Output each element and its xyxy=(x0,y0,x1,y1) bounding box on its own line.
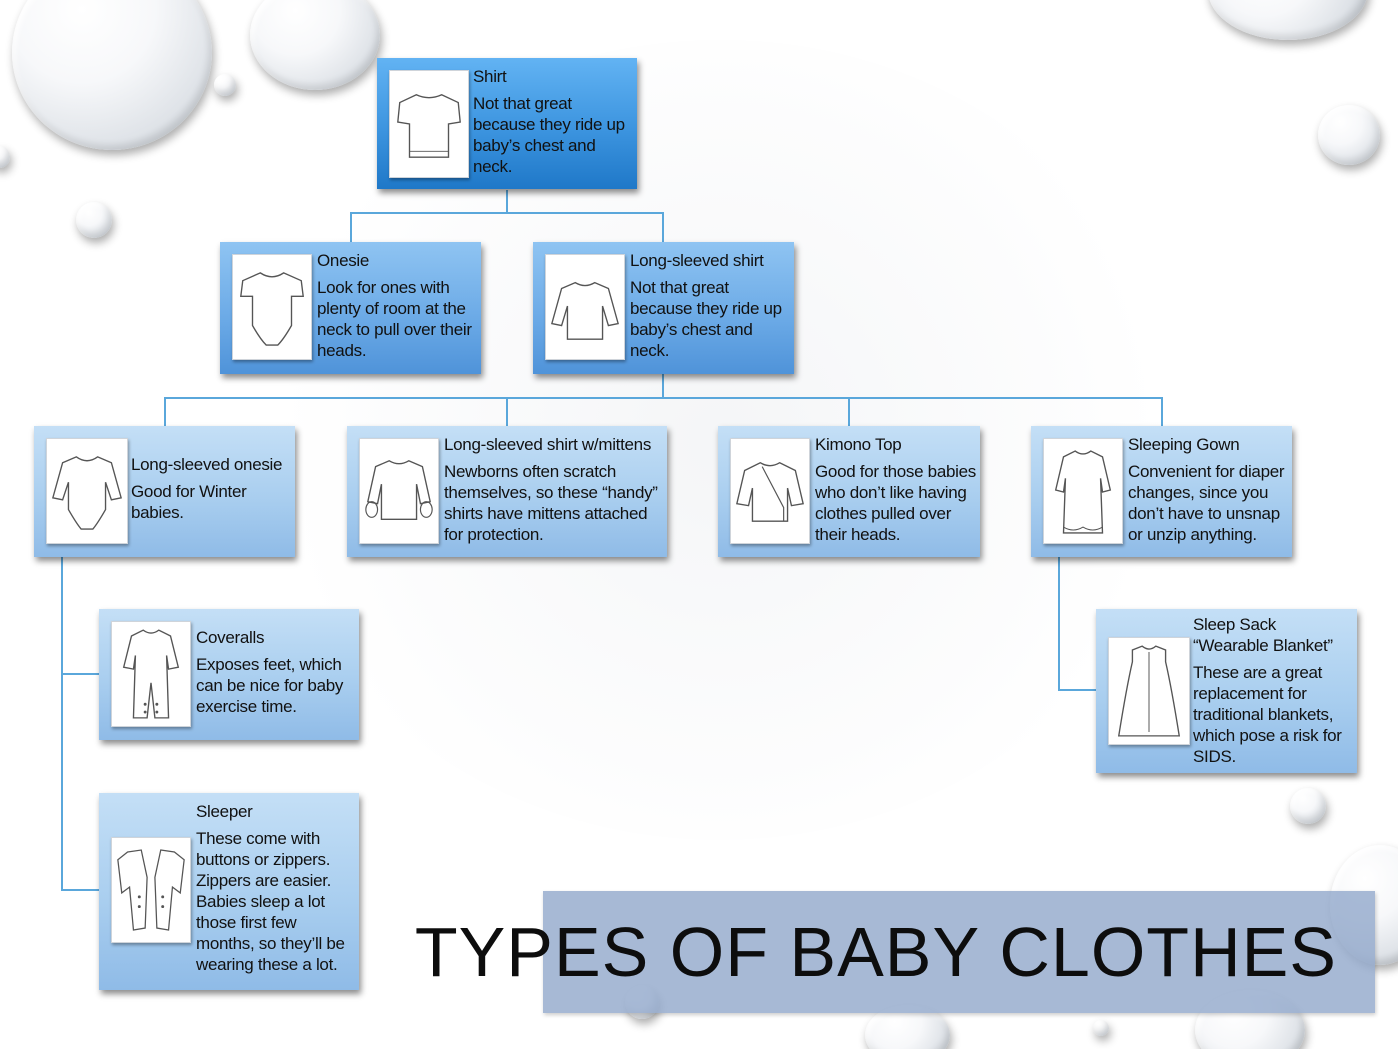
node-title: Shirt xyxy=(473,67,507,86)
water-drop xyxy=(1093,1020,1109,1036)
connector-line xyxy=(1058,689,1098,691)
water-drop xyxy=(76,202,112,238)
connector-line xyxy=(350,212,352,243)
kimono-top-icon xyxy=(730,438,810,544)
sleeper-icon xyxy=(111,837,191,943)
connector-line xyxy=(350,212,663,214)
node-sleep-sack: Sleep Sack “Wearable Blanket” These are … xyxy=(1096,609,1357,773)
connector-line xyxy=(61,556,63,891)
node-description: Not that great because they ride up baby… xyxy=(473,94,625,176)
node-shirt-with-mittens: Long-sleeved shirt w/mittens Newborns of… xyxy=(347,426,667,557)
water-drop xyxy=(12,0,212,150)
connector-line xyxy=(662,374,664,398)
node-title: Kimono Top xyxy=(815,435,902,454)
node-description: Newborns often scratch themselves, so th… xyxy=(444,462,658,544)
node-description: Good for those babies who don’t like hav… xyxy=(815,462,976,544)
connector-line xyxy=(164,397,1163,399)
water-drop xyxy=(250,0,380,90)
node-description: These are a great replacement for tradit… xyxy=(1193,663,1342,766)
connector-line xyxy=(164,397,166,426)
node-onesie: Onesie Look for ones with plenty of room… xyxy=(220,242,481,374)
node-description: Look for ones with plenty of room at the… xyxy=(317,278,472,360)
node-coveralls: Coveralls Exposes feet, which can be nic… xyxy=(99,609,359,740)
node-sleeper: Sleeper These come with buttons or zippe… xyxy=(99,793,359,990)
connector-line xyxy=(506,190,508,213)
node-title: Onesie xyxy=(317,251,370,270)
long-sleeved-shirt-icon xyxy=(545,254,625,360)
long-sleeved-onesie-icon xyxy=(46,438,128,544)
node-title: Long-sleeved shirt w/mittens xyxy=(444,435,652,454)
node-title: Long-sleeved onesie xyxy=(131,455,283,474)
page-title-box: TYPES OF BABY CLOTHES xyxy=(415,891,1375,1013)
node-subtitle: “Wearable Blanket” xyxy=(1193,636,1333,655)
sleeping-gown-icon xyxy=(1043,438,1123,544)
connector-line xyxy=(61,889,101,891)
node-title: Sleeper xyxy=(196,802,253,821)
node-description: These come with buttons or zippers. Zipp… xyxy=(196,829,345,974)
page-title: TYPES OF BABY CLOTHES xyxy=(414,913,1337,991)
node-title: Sleep Sack xyxy=(1193,615,1276,634)
water-drop xyxy=(1290,788,1326,824)
connector-line xyxy=(662,212,664,243)
node-kimono-top: Kimono Top Good for those babies who don… xyxy=(718,426,980,557)
connector-line xyxy=(1161,397,1163,426)
water-drop xyxy=(214,74,236,96)
sleep-sack-icon xyxy=(1108,637,1190,745)
node-title: Sleeping Gown xyxy=(1128,435,1240,454)
node-description: Convenient for diaper changes, since you… xyxy=(1128,462,1285,544)
water-drop xyxy=(0,146,10,168)
connector-line xyxy=(848,397,850,426)
onesie-icon xyxy=(232,254,312,360)
shirt-icon xyxy=(389,70,469,178)
connector-line xyxy=(1058,556,1060,691)
node-description: Good for Winter babies. xyxy=(131,482,247,522)
mitten-shirt-icon xyxy=(359,438,439,544)
connector-line xyxy=(61,673,101,675)
node-title: Long-sleeved shirt xyxy=(630,251,764,270)
node-long-sleeved-shirt: Long-sleeved shirt Not that great becaus… xyxy=(533,242,794,374)
node-sleeping-gown: Sleeping Gown Convenient for diaper chan… xyxy=(1031,426,1292,557)
water-drop xyxy=(1318,105,1380,165)
node-long-sleeved-onesie: Long-sleeved onesie Good for Winter babi… xyxy=(34,426,295,557)
water-drop xyxy=(1208,0,1368,40)
connector-line xyxy=(506,397,508,426)
node-description: Not that great because they ride up baby… xyxy=(630,278,782,360)
node-shirt: Shirt Not that great because they ride u… xyxy=(377,58,637,189)
node-title: Coveralls xyxy=(196,628,265,647)
node-description: Exposes feet, which can be nice for baby… xyxy=(196,655,344,716)
coveralls-icon xyxy=(111,621,191,727)
